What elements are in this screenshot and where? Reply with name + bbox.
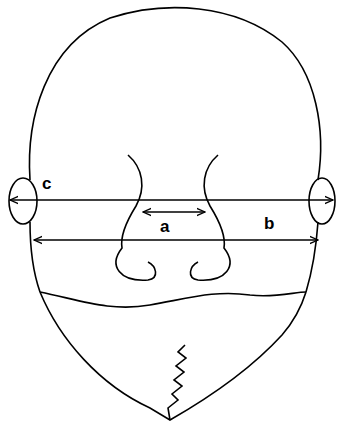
dimension-b: [34, 239, 318, 240]
dimension-label: b: [262, 214, 276, 233]
jaw-line: [40, 292, 306, 307]
dimension-a: [143, 211, 205, 212]
cheek-left: [30, 222, 40, 292]
dimension-c: [10, 199, 333, 200]
nose-right: [190, 155, 229, 280]
chin-outline: [40, 292, 306, 420]
dimension-label: a: [158, 217, 171, 236]
cheek-right: [306, 222, 318, 292]
dimension-label: c: [40, 174, 53, 193]
ear-right: [309, 178, 335, 224]
head-outline: [29, 8, 320, 180]
nose-left: [116, 155, 155, 280]
beard-zigzag: [168, 345, 186, 420]
ear-left: [9, 178, 37, 224]
